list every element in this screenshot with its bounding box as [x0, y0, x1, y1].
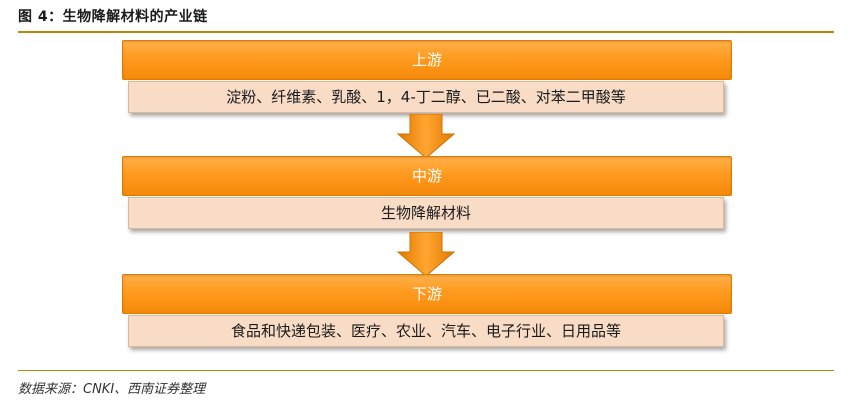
figure-title: 图 4：生物降解材料的产业链: [18, 9, 208, 25]
stage-downstream: 下游 食品和快递包装、医疗、农业、汽车、电子行业、日用品等: [122, 274, 732, 347]
stage-upstream-content: 淀粉、纤维素、乳酸、1，4-丁二醇、已二酸、对苯二甲酸等: [128, 81, 724, 113]
stage-midstream-label: 中游: [122, 156, 732, 196]
figure-source: 数据来源：CNKI、西南证券整理: [18, 382, 206, 397]
top-divider: [18, 31, 834, 33]
stage-downstream-content: 食品和快递包装、医疗、农业、汽车、电子行业、日用品等: [128, 315, 724, 347]
stage-upstream-label: 上游: [122, 40, 732, 80]
stage-upstream: 上游 淀粉、纤维素、乳酸、1，4-丁二醇、已二酸、对苯二甲酸等: [122, 40, 732, 113]
down-arrow-icon: [396, 232, 456, 276]
stage-midstream-content: 生物降解材料: [128, 197, 724, 229]
down-arrow-icon: [396, 114, 456, 158]
bottom-divider: [18, 370, 834, 371]
stage-downstream-label: 下游: [122, 274, 732, 314]
stage-midstream: 中游 生物降解材料: [122, 156, 732, 229]
